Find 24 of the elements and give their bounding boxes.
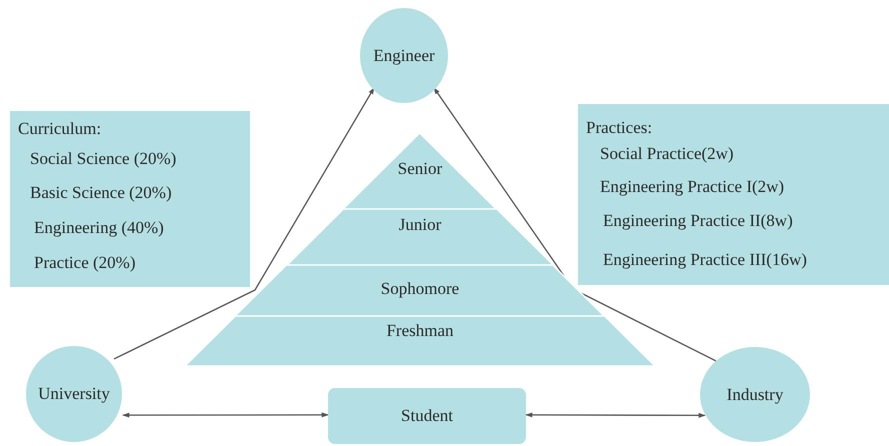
level-label: Senior — [396, 159, 444, 179]
list-item: Basic Science (20%) — [30, 183, 172, 203]
node-label: Industry — [726, 384, 784, 404]
level-label: Sophomore — [380, 279, 460, 299]
level-label: Freshman — [385, 321, 455, 341]
list-item: Social Practice(2w) — [600, 144, 734, 164]
box-heading: Curriculum: — [18, 119, 102, 139]
arrow — [114, 87, 375, 360]
level-label: Junior — [398, 215, 442, 235]
list-item: Engineering Practice II(8w) — [603, 211, 793, 231]
node-label: Student — [401, 406, 453, 426]
curriculum-box — [10, 111, 250, 287]
arrow — [525, 412, 706, 418]
node-label: University — [38, 384, 110, 404]
arrow — [122, 412, 329, 418]
arrow — [433, 87, 716, 362]
box-heading: Practices: — [586, 118, 652, 138]
list-item: Practice (20%) — [34, 253, 136, 273]
node-label: Engineer — [373, 46, 435, 66]
list-item: Engineering Practice I(2w) — [600, 177, 784, 197]
practices-box — [578, 104, 889, 285]
list-item: Engineering (40%) — [34, 218, 164, 238]
list-item: Social Science (20%) — [30, 149, 176, 169]
list-item: Engineering Practice III(16w) — [603, 250, 807, 270]
